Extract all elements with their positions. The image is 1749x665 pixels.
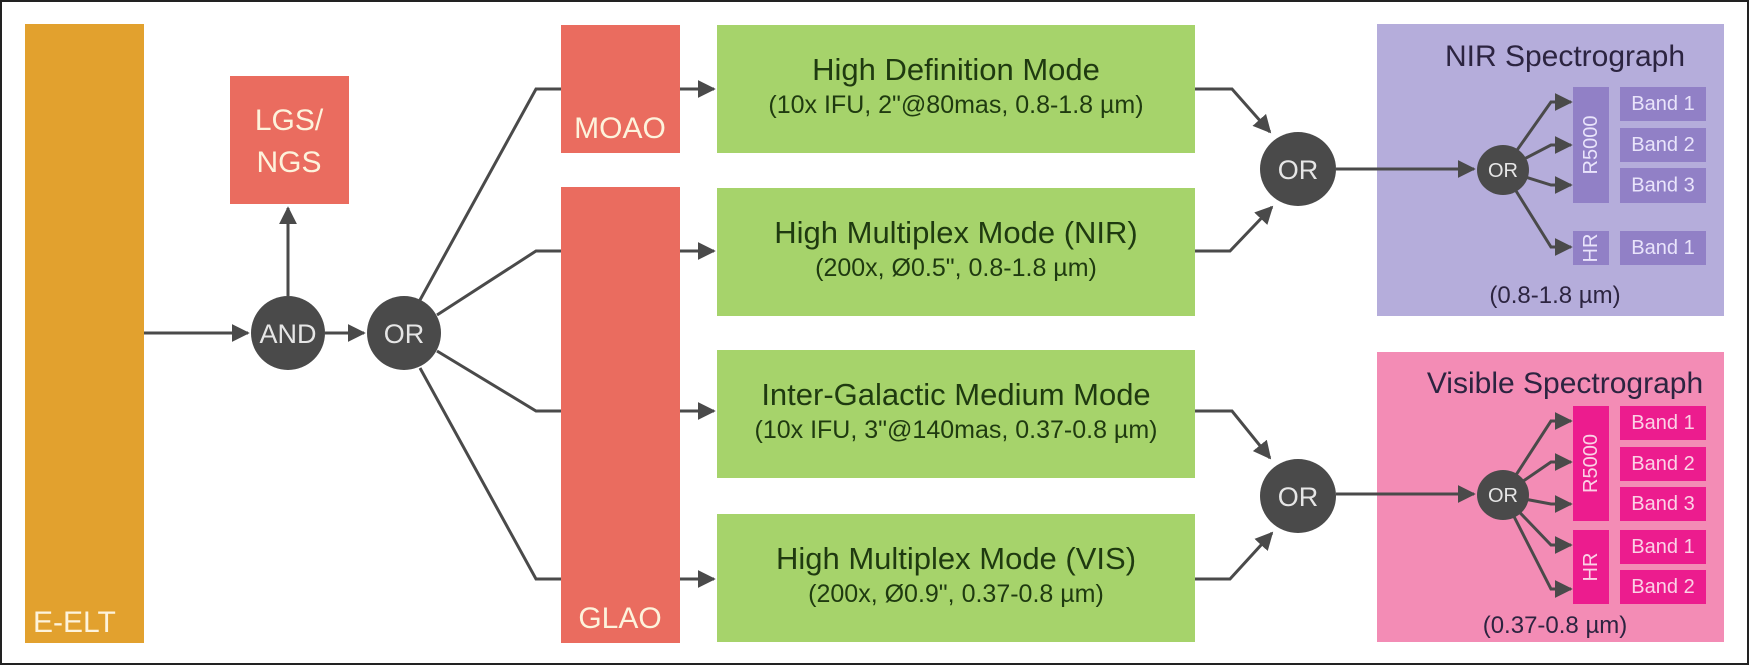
mode-box-3: Inter-Galactic Medium Mode (10x IFU, 3"@1…	[717, 350, 1195, 478]
band-label: Band 3	[1631, 493, 1694, 515]
nir-spectrograph-title: NIR Spectrograph	[1445, 40, 1685, 73]
mode-box-1: High Definition Mode (10x IFU, 2"@80mas, …	[717, 25, 1195, 153]
or-gate-merge-1	[1260, 132, 1336, 206]
mode-detail: (10x IFU, 2"@80mas, 0.8-1.8 µm)	[768, 91, 1143, 119]
band-label: Band 1	[1631, 412, 1694, 434]
nir-or-gate	[1477, 145, 1529, 195]
band-label: Band 1	[1631, 237, 1694, 259]
band-box	[1620, 487, 1706, 521]
lgs-ngs-box	[230, 76, 349, 204]
band-box	[1620, 570, 1706, 604]
nir-r5000-label: R5000	[1580, 116, 1602, 175]
branch-arrow	[1501, 494, 1573, 598]
branch-arrow	[1501, 169, 1573, 256]
observing-modes: High Definition Mode (10x IFU, 2"@80mas, …	[717, 25, 1336, 642]
vis-hr-label: HR	[1580, 553, 1602, 582]
mode-box-bg	[717, 188, 1195, 316]
band-box	[1620, 128, 1706, 162]
connectors-right	[1195, 87, 1274, 581]
moao-label: MOAO	[574, 112, 666, 145]
or-label: OR	[1278, 482, 1319, 512]
band-label: Band 3	[1631, 175, 1694, 197]
mode-title: High Definition Mode	[812, 52, 1100, 87]
glao-bar	[561, 187, 680, 643]
band-label: Band 1	[1631, 93, 1694, 115]
and-gate	[251, 296, 325, 370]
nir-hr-label: HR	[1580, 234, 1602, 263]
branch-arrow	[1501, 93, 1573, 171]
or-gate-main	[367, 296, 441, 370]
band-label: Band 2	[1631, 134, 1694, 156]
nir-r5000-bar	[1573, 87, 1609, 203]
arrow-mode-4-to-or	[1195, 531, 1274, 581]
band-box	[1620, 530, 1706, 564]
nir-hr-bar	[1573, 231, 1609, 265]
or-gate-merge-2	[1260, 459, 1336, 533]
mode-detail: (200x, Ø0.5", 0.8-1.8 µm)	[815, 254, 1097, 282]
e-elt-label: E-ELT	[33, 606, 116, 639]
mode-box-bg	[717, 350, 1195, 478]
ngs-label: NGS	[256, 146, 321, 179]
lgs-label: LGS/	[255, 104, 324, 137]
mode-title: Inter-Galactic Medium Mode	[761, 377, 1150, 412]
arrow-mode-2-to-or	[1195, 205, 1274, 253]
mode-detail: (10x IFU, 3"@140mas, 0.37-0.8 µm)	[755, 416, 1158, 444]
band-label: Band 1	[1631, 536, 1694, 558]
vis-hr-bar	[1573, 530, 1609, 604]
mode-title: High Multiplex Mode (VIS)	[776, 541, 1136, 576]
vis-spectrograph-title: Visible Spectrograph	[1427, 367, 1703, 400]
band-box	[1620, 87, 1706, 121]
mode-box-bg	[717, 25, 1195, 153]
or-label: OR	[1488, 160, 1518, 182]
vis-or-gate	[1477, 470, 1529, 520]
vis-wavelength-range: (0.37-0.8 µm)	[1483, 612, 1628, 639]
band-box	[1620, 168, 1706, 203]
band-label: Band 2	[1631, 576, 1694, 598]
or-label: OR	[1488, 485, 1518, 507]
mode-box-bg	[717, 514, 1195, 642]
or-label: OR	[1278, 155, 1319, 185]
arrow-mode-1-to-or	[1195, 87, 1272, 134]
band-box	[1620, 447, 1706, 481]
nir-wavelength-range: (0.8-1.8 µm)	[1489, 282, 1620, 309]
or-label: OR	[384, 319, 425, 349]
band-label: Band 2	[1631, 453, 1694, 475]
vis-r5000-bar	[1573, 406, 1609, 521]
moao-bar	[561, 25, 680, 153]
mode-title: High Multiplex Mode (NIR)	[774, 215, 1138, 250]
and-label: AND	[259, 319, 316, 349]
band-box	[1620, 406, 1706, 440]
band-box	[1620, 231, 1706, 265]
e-elt-bar	[25, 24, 144, 643]
arrow-mode-3-to-or	[1195, 409, 1272, 460]
vis-r5000-label: R5000	[1580, 434, 1602, 493]
mode-detail: (200x, Ø0.9", 0.37-0.8 µm)	[808, 580, 1104, 608]
mode-box-2: High Multiplex Mode (NIR) (200x, Ø0.5", 0…	[717, 188, 1195, 316]
mode-box-4: High Multiplex Mode (VIS) (200x, Ø0.9", 0…	[717, 514, 1195, 642]
glao-label: GLAO	[578, 602, 661, 635]
branch-arrow	[1501, 412, 1573, 496]
